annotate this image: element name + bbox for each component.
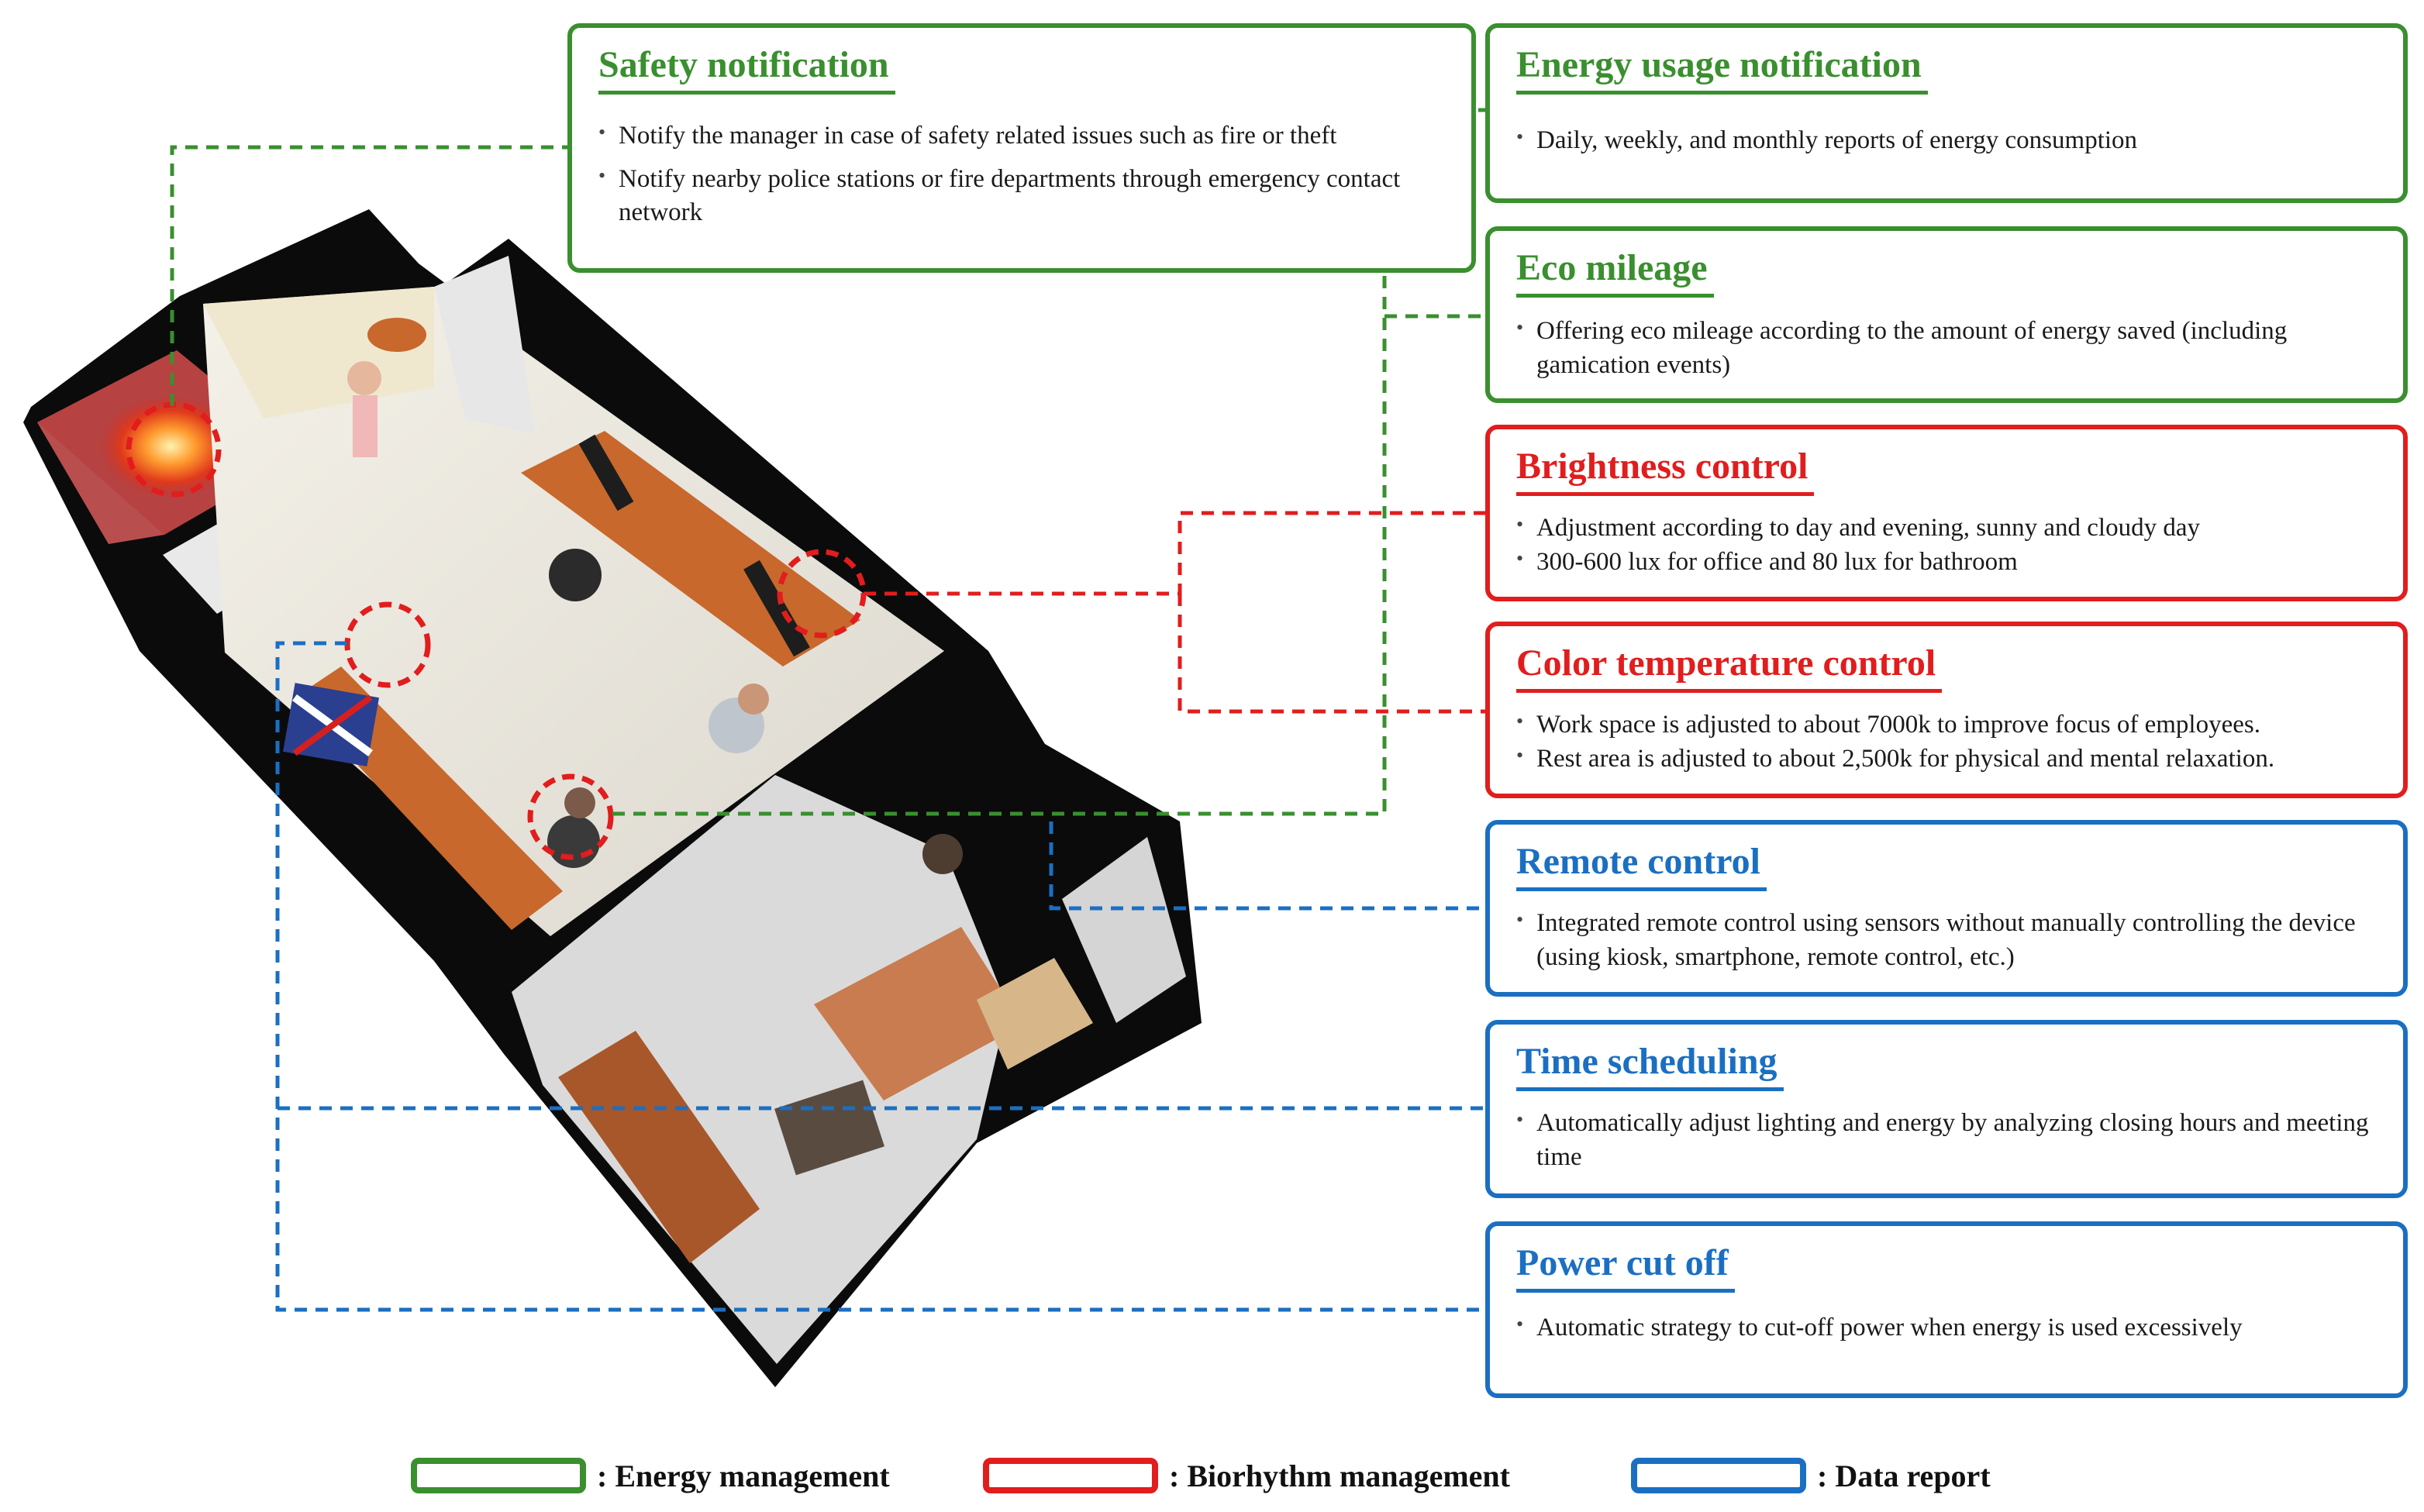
- legend-swatch-green: [411, 1458, 586, 1493]
- legend-label-biorhythm: : Biorhythm management: [1169, 1458, 1510, 1493]
- power-cut-off-title: Power cut off: [1516, 1242, 1735, 1293]
- bullet-item: Automatically adjust lighting and energy…: [1516, 1107, 2383, 1174]
- energy-usage-bullets: Daily, weekly, and monthly reports of en…: [1516, 124, 2383, 158]
- biorhythm-connectors: [864, 511, 1488, 714]
- eco-mileage-title: Eco mileage: [1516, 246, 1714, 298]
- legend-biorhythm-management: : Biorhythm management: [983, 1454, 1510, 1497]
- office-room: [203, 256, 944, 936]
- corner-room: [1062, 837, 1186, 1023]
- eco-mileage-bullets: Offering eco mileage according to the am…: [1516, 315, 2310, 382]
- bullet-item: Notify the manager in case of safety rel…: [598, 119, 1440, 153]
- data-report-connectors: [275, 641, 1488, 1312]
- safety-notification-bullets: Notify the manager in case of safety rel…: [598, 119, 1440, 230]
- bullet-item: Rest area is adjusted to about 2,500k fo…: [1516, 742, 2383, 777]
- person-sensor-highlight: [527, 773, 614, 860]
- remote-control-box: Remote control Integrated remote control…: [1485, 820, 2408, 997]
- bullet-item: Notify nearby police stations or fire de…: [598, 163, 1440, 230]
- time-scheduling-box: Time scheduling Automatically adjust lig…: [1485, 1020, 2408, 1198]
- eco-mileage-box: Eco mileage Offering eco mileage accordi…: [1485, 226, 2408, 403]
- brightness-control-bullets: Adjustment according to day and evening,…: [1516, 511, 2383, 579]
- color-temperature-control-box: Color temperature control Work space is …: [1485, 622, 2408, 798]
- meeting-room: [512, 775, 1093, 1364]
- safety-notification-box: Safety notification Notify the manager i…: [567, 23, 1476, 273]
- legend-label-data: : Data report: [1817, 1458, 1991, 1493]
- color-temperature-control-title: Color temperature control: [1516, 642, 1943, 694]
- safety-notification-title: Safety notification: [598, 43, 895, 95]
- bullet-item: Integrated remote control using sensors …: [1516, 907, 2383, 974]
- legend-energy-management: : Energy management: [411, 1454, 890, 1497]
- bullet-item: 300-600 lux for office and 80 lux for ba…: [1516, 546, 2383, 580]
- brightness-control-box: Brightness control Adjustment according …: [1485, 425, 2408, 601]
- energy-usage-notification-title: Energy usage notification: [1516, 43, 1928, 95]
- legend-swatch-blue: [1631, 1458, 1806, 1493]
- power-cut-off-bullets: Automatic strategy to cut-off power when…: [1516, 1311, 2383, 1345]
- bullet-item: Work space is adjusted to about 7000k to…: [1516, 708, 2383, 742]
- remote-control-title: Remote control: [1516, 840, 1767, 892]
- power-cut-off-box: Power cut off Automatic strategy to cut-…: [1485, 1221, 2408, 1398]
- brightness-control-title: Brightness control: [1516, 445, 1815, 497]
- time-scheduling-bullets: Automatically adjust lighting and energy…: [1516, 1107, 2383, 1174]
- color-temperature-control-bullets: Work space is adjusted to about 7000k to…: [1516, 708, 2383, 776]
- bullet-item: Automatic strategy to cut-off power when…: [1516, 1311, 2383, 1345]
- remote-control-bullets: Integrated remote control using sensors …: [1516, 907, 2383, 974]
- legend-swatch-red: [983, 1458, 1158, 1493]
- legend-label-energy: : Energy management: [597, 1458, 890, 1493]
- energy-usage-notification-box: Energy usage notification Daily, weekly,…: [1485, 23, 2408, 203]
- time-scheduling-title: Time scheduling: [1516, 1040, 1784, 1092]
- bullet-item: Offering eco mileage according to the am…: [1516, 315, 2310, 382]
- bullet-item: Daily, weekly, and monthly reports of en…: [1516, 124, 2383, 158]
- bullet-item: Adjustment according to day and evening,…: [1516, 511, 2383, 546]
- legend-data-report: : Data report: [1631, 1454, 1991, 1497]
